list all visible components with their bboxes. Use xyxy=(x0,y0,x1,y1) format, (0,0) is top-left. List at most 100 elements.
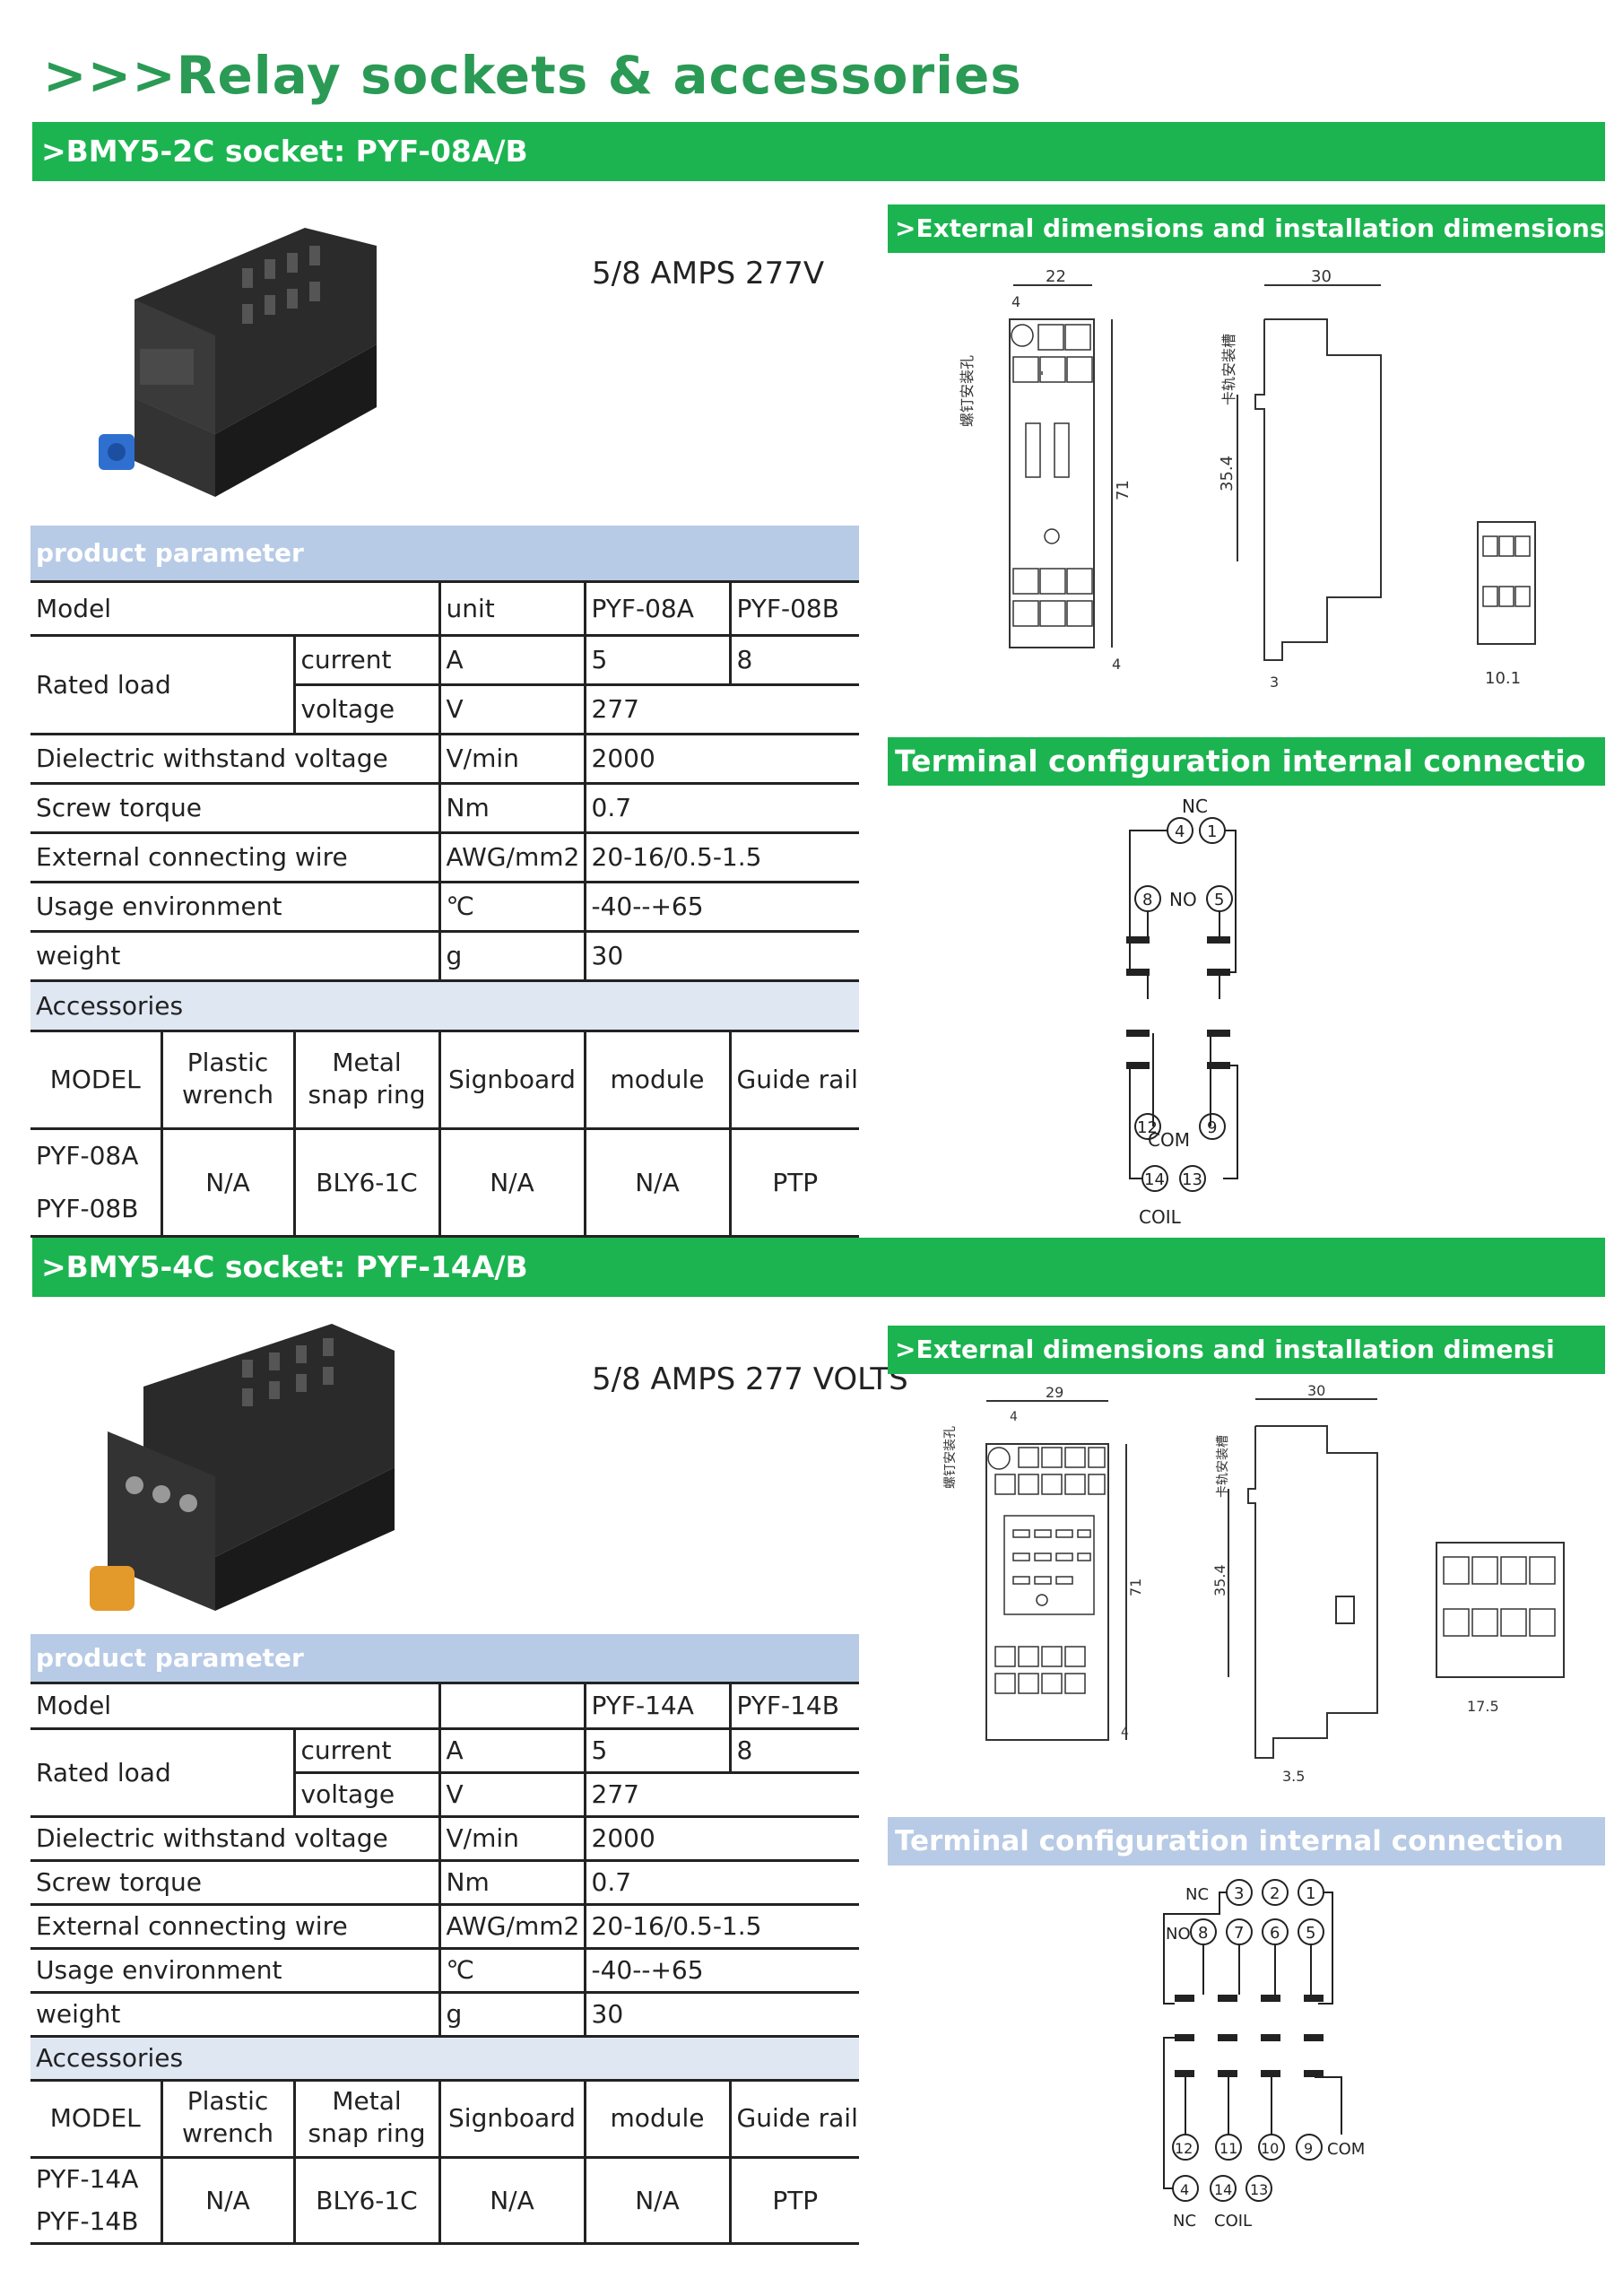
svg-text:卡轨安装槽: 卡轨安装槽 xyxy=(1220,334,1237,405)
unit-label: unit xyxy=(438,581,585,637)
weight-label: weight xyxy=(30,931,439,982)
label-com: COM xyxy=(1327,2140,1365,2159)
socket-photo-pyf-08 xyxy=(81,219,421,506)
dimension-drawing-pyf-14: 29 4 螺钉安装孔 71 4 30 35.4 卡轨安装槽 3.5 17.5 xyxy=(943,1382,1565,1785)
dim-side-width: 30 xyxy=(1307,1382,1325,1399)
label-nc: NC xyxy=(1182,796,1208,817)
weight-value: 30 xyxy=(583,931,860,982)
pin-9: 9 xyxy=(1207,1118,1217,1137)
pin-13: 13 xyxy=(1182,1170,1202,1189)
acc-header-snap-ring: Metal snap ring xyxy=(292,2080,439,2159)
model-label: Model xyxy=(30,581,439,637)
acc-header-module: module xyxy=(583,1031,730,1130)
pin-8: 8 xyxy=(1198,1924,1208,1943)
dim-foot: 3 xyxy=(1270,674,1279,691)
acc-guide-rail-value: PTP xyxy=(728,2157,859,2245)
pin-2: 2 xyxy=(1270,1884,1280,1903)
terminal-header: Terminal configuration internal connecti… xyxy=(888,737,1605,786)
dim-pitch: 4 xyxy=(1010,1410,1018,1424)
voltage-unit: V xyxy=(438,1772,585,1818)
pin-12: 12 xyxy=(1137,1118,1158,1137)
acc-header-model: MODEL xyxy=(30,2080,161,2159)
torque-unit: Nm xyxy=(438,1860,585,1906)
current-label: current xyxy=(292,1728,439,1774)
weight-label: weight xyxy=(30,1992,439,2038)
acc-header-model: MODEL xyxy=(30,1031,161,1130)
product-parameter-table: product parameter Model unit PYF-08A PYF… xyxy=(30,526,860,1032)
current-unit: A xyxy=(438,635,585,686)
rated-load-label: Rated load xyxy=(30,1728,294,1818)
current-b: 8 xyxy=(728,1728,860,1774)
env-unit: ℃ xyxy=(438,1948,585,1994)
env-label: Usage environment xyxy=(30,882,439,933)
voltage-value: 277 xyxy=(583,684,860,735)
page-title: >>>Relay sockets & accessories xyxy=(43,45,1022,106)
env-value: -40--+65 xyxy=(583,882,860,933)
pin-4: 4 xyxy=(1175,822,1185,841)
env-value: -40--+65 xyxy=(583,1948,860,1994)
dielectric-label: Dielectric withstand voltage xyxy=(30,734,439,785)
label-nc: NC xyxy=(1185,1885,1209,1904)
acc-wrench-value: N/A xyxy=(160,1128,294,1238)
pin-9: 9 xyxy=(1304,2140,1313,2157)
acc-model-b: PYF-08B xyxy=(30,1182,161,1238)
model-a: PYF-14A xyxy=(583,1683,730,1730)
pin-6: 6 xyxy=(1270,1924,1280,1943)
rating-label: 5/8 AMPS 277 VOLTS xyxy=(592,1361,908,1397)
accessories-title: Accessories xyxy=(30,980,860,1032)
label-com: COM xyxy=(1148,1129,1190,1151)
acc-snap-ring-value: BLY6-1C xyxy=(292,1128,439,1238)
torque-value: 0.7 xyxy=(583,783,860,834)
wire-unit: AWG/mm2 xyxy=(438,832,585,883)
acc-header-module: module xyxy=(583,2080,730,2159)
pin-5: 5 xyxy=(1214,891,1224,909)
acc-signboard-value: N/A xyxy=(438,1128,585,1238)
voltage-value: 277 xyxy=(583,1772,860,1818)
acc-model-a: PYF-14A xyxy=(36,2164,139,2195)
pin-4: 4 xyxy=(1180,2181,1189,2198)
terminal-header: Terminal configuration internal connecti… xyxy=(888,1817,1605,1866)
terminal-diagram-pyf-14: NC 3 2 1 NO 8 7 6 5 12 11 10 9 COM 4 14 … xyxy=(1163,1879,1365,2231)
dim-side-width: 30 xyxy=(1311,267,1332,286)
accessories-table: MODEL Plastic wrench Metal snap ring Sig… xyxy=(30,2080,859,2245)
unit-label xyxy=(438,1683,585,1730)
pin-1: 1 xyxy=(1306,1884,1315,1903)
dim-front-width: 10.1 xyxy=(1485,669,1521,688)
pin-10: 10 xyxy=(1261,2140,1279,2157)
label-coil: COIL xyxy=(1214,2212,1252,2231)
current-label: current xyxy=(292,635,439,686)
dielectric-value: 2000 xyxy=(583,734,860,785)
env-label: Usage environment xyxy=(30,1948,439,1994)
wire-value: 20-16/0.5-1.5 xyxy=(583,1904,860,1950)
acc-module-value: N/A xyxy=(583,2157,730,2245)
label-coil: COIL xyxy=(1139,1206,1182,1228)
terminal-diagram-pyf-08: NC 4 1 8 NO 5 12 COM 9 14 13 COIL xyxy=(1126,796,1238,1228)
pin-1: 1 xyxy=(1207,822,1217,841)
dielectric-label: Dielectric withstand voltage xyxy=(30,1816,439,1862)
acc-guide-rail-value: PTP xyxy=(728,1128,859,1238)
accessories-title: Accessories xyxy=(30,2036,860,2082)
voltage-unit: V xyxy=(438,684,585,735)
model-label: Model xyxy=(30,1683,439,1730)
pin-3: 3 xyxy=(1234,1884,1244,1903)
dim-height: 71 xyxy=(1127,1578,1144,1596)
acc-header-wrench: Plastic wrench xyxy=(160,1031,294,1130)
dim-rail: 35.4 xyxy=(1211,1564,1228,1596)
accessories-table: MODEL Plastic wrench Metal snap ring Sig… xyxy=(30,1031,859,1238)
acc-header-signboard: Signboard xyxy=(438,1031,585,1130)
model-a: PYF-08A xyxy=(583,581,730,637)
label-no: NO xyxy=(1166,1925,1191,1944)
acc-snap-ring-value: BLY6-1C xyxy=(292,2157,439,2245)
torque-label: Screw torque xyxy=(30,783,439,834)
svg-text:螺钉安装孔: 螺钉安装孔 xyxy=(959,355,976,427)
torque-value: 0.7 xyxy=(583,1860,860,1906)
wire-unit: AWG/mm2 xyxy=(438,1904,585,1950)
wire-label: External connecting wire xyxy=(30,1904,439,1950)
pin-14: 14 xyxy=(1214,2181,1232,2198)
dim-height: 71 xyxy=(1114,480,1133,500)
rating-label: 5/8 AMPS 277V xyxy=(592,256,825,291)
dielectric-value: 2000 xyxy=(583,1816,860,1862)
dim-pitch: 4 xyxy=(1011,293,1020,310)
current-a: 5 xyxy=(583,1728,730,1774)
pin-8: 8 xyxy=(1142,891,1152,909)
